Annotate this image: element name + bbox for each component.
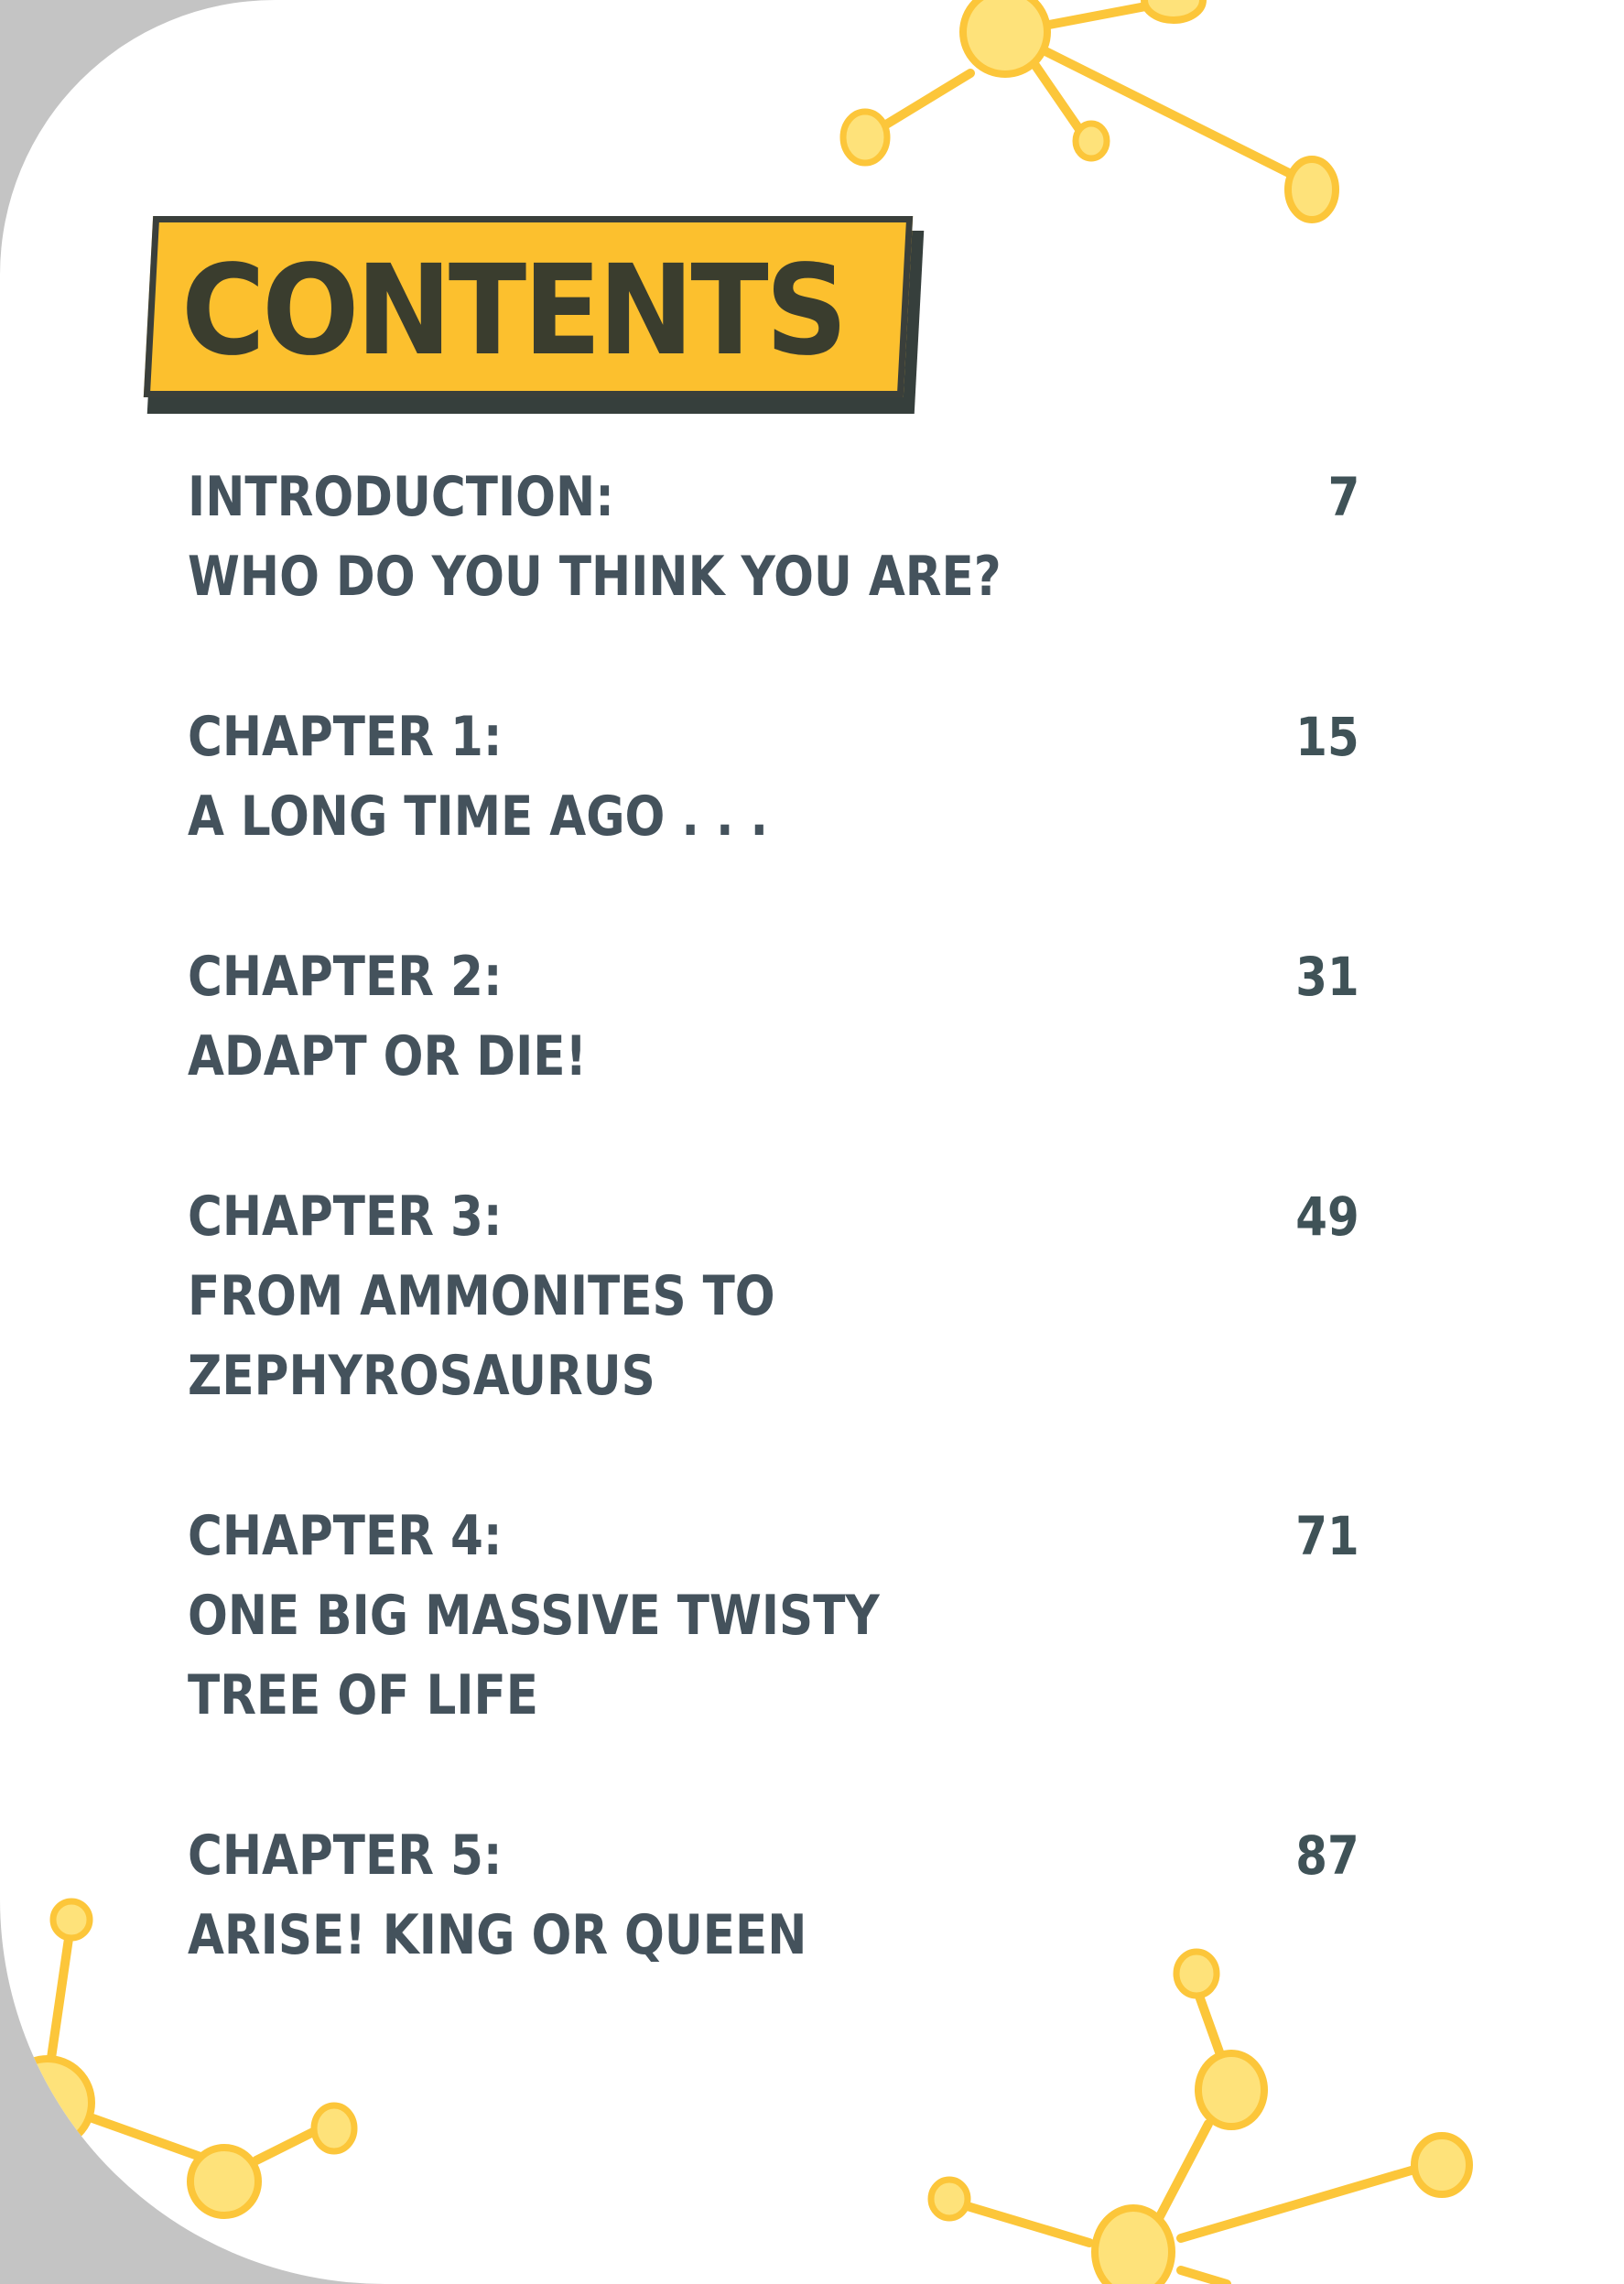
entry-title: ADAPT OR DIE! <box>188 1024 588 1088</box>
entry-title-line-1: FROM AMMONITES TO <box>188 1264 775 1328</box>
entry-page-number: 49 <box>1295 1185 1359 1248</box>
entry-title: ARISE! KING OR QUEEN <box>188 1903 807 1967</box>
entry-label: CHAPTER 1: <box>188 705 503 769</box>
molecule-icon-bottom-right <box>927 1948 1473 2284</box>
entry-title-line-2: ZEPHYROSAURUS <box>188 1344 655 1408</box>
entry-label: CHAPTER 5: <box>188 1824 503 1888</box>
toc-entry-chapter-5[interactable]: CHAPTER 5: ARISE! KING OR QUEEN 87 <box>188 1816 1359 1975</box>
entry-label: CHAPTER 4: <box>188 1504 503 1568</box>
entry-title: A LONG TIME AGO . . . <box>188 785 769 849</box>
entry-label: CHAPTER 3: <box>188 1185 503 1249</box>
entry-title: WHO DO YOU THINK YOU ARE? <box>188 545 1001 609</box>
molecule-icon-top <box>839 0 1339 223</box>
entry-page-number: 15 <box>1295 706 1359 768</box>
toc-entry-chapter-4[interactable]: CHAPTER 4: ONE BIG MASSIVE TWISTY TREE O… <box>188 1497 1359 1736</box>
toc-entry-chapter-3[interactable]: CHAPTER 3: FROM AMMONITES TO ZEPHYROSAUR… <box>188 1177 1359 1416</box>
entry-label: CHAPTER 2: <box>188 945 503 1009</box>
entry-page-number: 31 <box>1295 946 1359 1008</box>
entry-page-number: 87 <box>1295 1824 1359 1887</box>
entry-title-line-1: ONE BIG MASSIVE TWISTY <box>188 1584 880 1648</box>
entry-page-number: 71 <box>1295 1505 1359 1567</box>
entry-page-number: 7 <box>1327 466 1359 528</box>
toc-entry-introduction[interactable]: INTRODUCTION: WHO DO YOU THINK YOU ARE? … <box>188 458 1359 617</box>
toc-entry-chapter-1[interactable]: CHAPTER 1: A LONG TIME AGO . . . 15 <box>188 698 1359 857</box>
entry-label: INTRODUCTION: <box>188 465 614 529</box>
contents-title-banner: CONTENTS <box>143 216 925 416</box>
toc-entry-chapter-2[interactable]: CHAPTER 2: ADAPT OR DIE! 31 <box>188 937 1359 1097</box>
entry-title-line-2: TREE OF LIFE <box>188 1663 539 1727</box>
page-title: CONTENTS <box>181 239 848 384</box>
